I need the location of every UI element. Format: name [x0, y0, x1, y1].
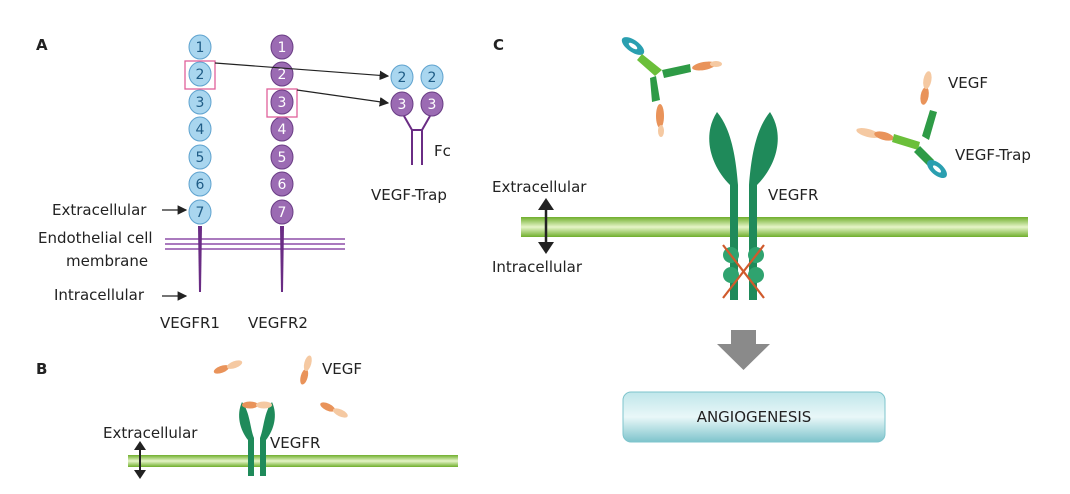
trap-fc-region	[403, 115, 431, 165]
vegfr2-domain-1: 1	[270, 34, 294, 60]
membrane-lines-a	[165, 238, 345, 250]
membrane-label-line2: membrane	[66, 252, 148, 270]
vegfr-label-b: VEGFR	[270, 434, 320, 452]
vegf-trap-complex-2	[856, 110, 947, 178]
vegf-label-c: VEGF	[948, 74, 988, 92]
membrane-b	[128, 455, 458, 467]
svg-text:2: 2	[428, 70, 437, 86]
arrow-domain2-to-trap	[214, 62, 390, 81]
trap-domain-3-left: 3	[390, 91, 414, 117]
signaling-blocked-x	[722, 244, 765, 299]
vegfr2-domain-4: 4	[270, 116, 294, 142]
intracellular-label-c: Intracellular	[492, 258, 583, 276]
trap-domain-3-right: 3	[420, 91, 444, 117]
svg-text:1: 1	[278, 40, 287, 56]
vegfr2-domain-3-highlight	[266, 88, 298, 118]
svg-text:2: 2	[196, 67, 205, 83]
vegfr2-domain-2: 2	[270, 61, 294, 87]
vegfr2-label: VEGFR2	[248, 314, 308, 332]
vegf-trap-complex-1	[621, 37, 722, 137]
panel-a-label: A	[36, 36, 48, 54]
vegfr2-domain-7: 7	[270, 199, 294, 225]
vegf-trap-structure: 2 2 3 3	[390, 64, 444, 165]
vegfr1-domain-4: 4	[188, 116, 212, 142]
svg-text:3: 3	[278, 95, 287, 111]
arrow-domain3-to-trap	[296, 89, 390, 107]
vegfr1-domain-2: 2	[188, 61, 212, 87]
svg-text:4: 4	[278, 122, 287, 138]
vegfr-dimer-b	[239, 402, 275, 476]
membrane-label-line1: Endothelial cell	[38, 229, 153, 247]
down-block-arrow	[717, 330, 770, 370]
vegfr1-domain-3: 3	[188, 89, 212, 115]
svg-text:1: 1	[196, 40, 205, 56]
svg-text:3: 3	[428, 97, 437, 113]
svg-text:3: 3	[196, 95, 205, 111]
trap-domain-2-left: 2	[390, 64, 414, 90]
svg-text:7: 7	[278, 205, 287, 221]
svg-text:4: 4	[196, 122, 205, 138]
vegfr1-domain-1: 1	[188, 34, 212, 60]
panel-c-label: C	[493, 36, 504, 54]
vegf-molecule-b3	[320, 402, 348, 418]
vegf-label-b: VEGF	[322, 360, 362, 378]
angiogenesis-box	[622, 391, 886, 443]
vegfr2-domain-6: 6	[270, 171, 294, 197]
membrane-c	[521, 217, 1028, 237]
vegfr1-domain-2-highlight	[184, 60, 216, 90]
double-arrow-c	[538, 198, 554, 254]
extracellular-label-a: Extracellular	[52, 201, 147, 219]
vegfr1-label: VEGFR1	[160, 314, 220, 332]
vegf-molecule-c	[920, 71, 932, 105]
double-arrow-b	[134, 441, 146, 479]
vegfr1-transmembrane-stem	[198, 226, 202, 292]
vegf-molecule-b1	[213, 360, 243, 374]
vegfr2-transmembrane-stem	[280, 226, 284, 292]
trap-domain-2-right: 2	[420, 64, 444, 90]
svg-text:5: 5	[278, 150, 287, 166]
svg-text:6: 6	[196, 177, 205, 193]
panel-b-label: B	[36, 360, 47, 378]
trap-fc-label: Fc	[434, 142, 451, 160]
vegfr2-domain-3: 3	[270, 89, 294, 115]
svg-text:6: 6	[278, 177, 287, 193]
vegfr1-domain-6: 6	[188, 171, 212, 197]
svg-text:7: 7	[196, 205, 205, 221]
vegfr-label-c: VEGFR	[768, 186, 818, 204]
svg-text:2: 2	[278, 67, 287, 83]
extracellular-label-c: Extracellular	[492, 178, 587, 196]
angiogenesis-label: ANGIOGENESIS	[697, 408, 812, 426]
vegf-trap-label-c: VEGF-Trap	[955, 146, 1031, 164]
extracellular-label-b: Extracellular	[103, 424, 198, 442]
intracellular-label-a: Intracellular	[54, 286, 145, 304]
svg-text:2: 2	[398, 70, 407, 86]
vegf-bound-b	[242, 401, 272, 409]
vegfr2-domains: 1 2 3 4 5 6 7	[270, 34, 294, 225]
vegfr1-domain-5: 5	[188, 144, 212, 170]
vegfr1-domains: 1 2 3 4 5 6 7	[188, 34, 212, 225]
svg-text:3: 3	[398, 97, 407, 113]
vegfr1-domain-7: 7	[188, 199, 212, 225]
vegfr2-domain-5: 5	[270, 144, 294, 170]
trap-name-label: VEGF-Trap	[371, 186, 447, 204]
svg-text:5: 5	[196, 150, 205, 166]
vegf-molecule-b2	[300, 355, 312, 385]
